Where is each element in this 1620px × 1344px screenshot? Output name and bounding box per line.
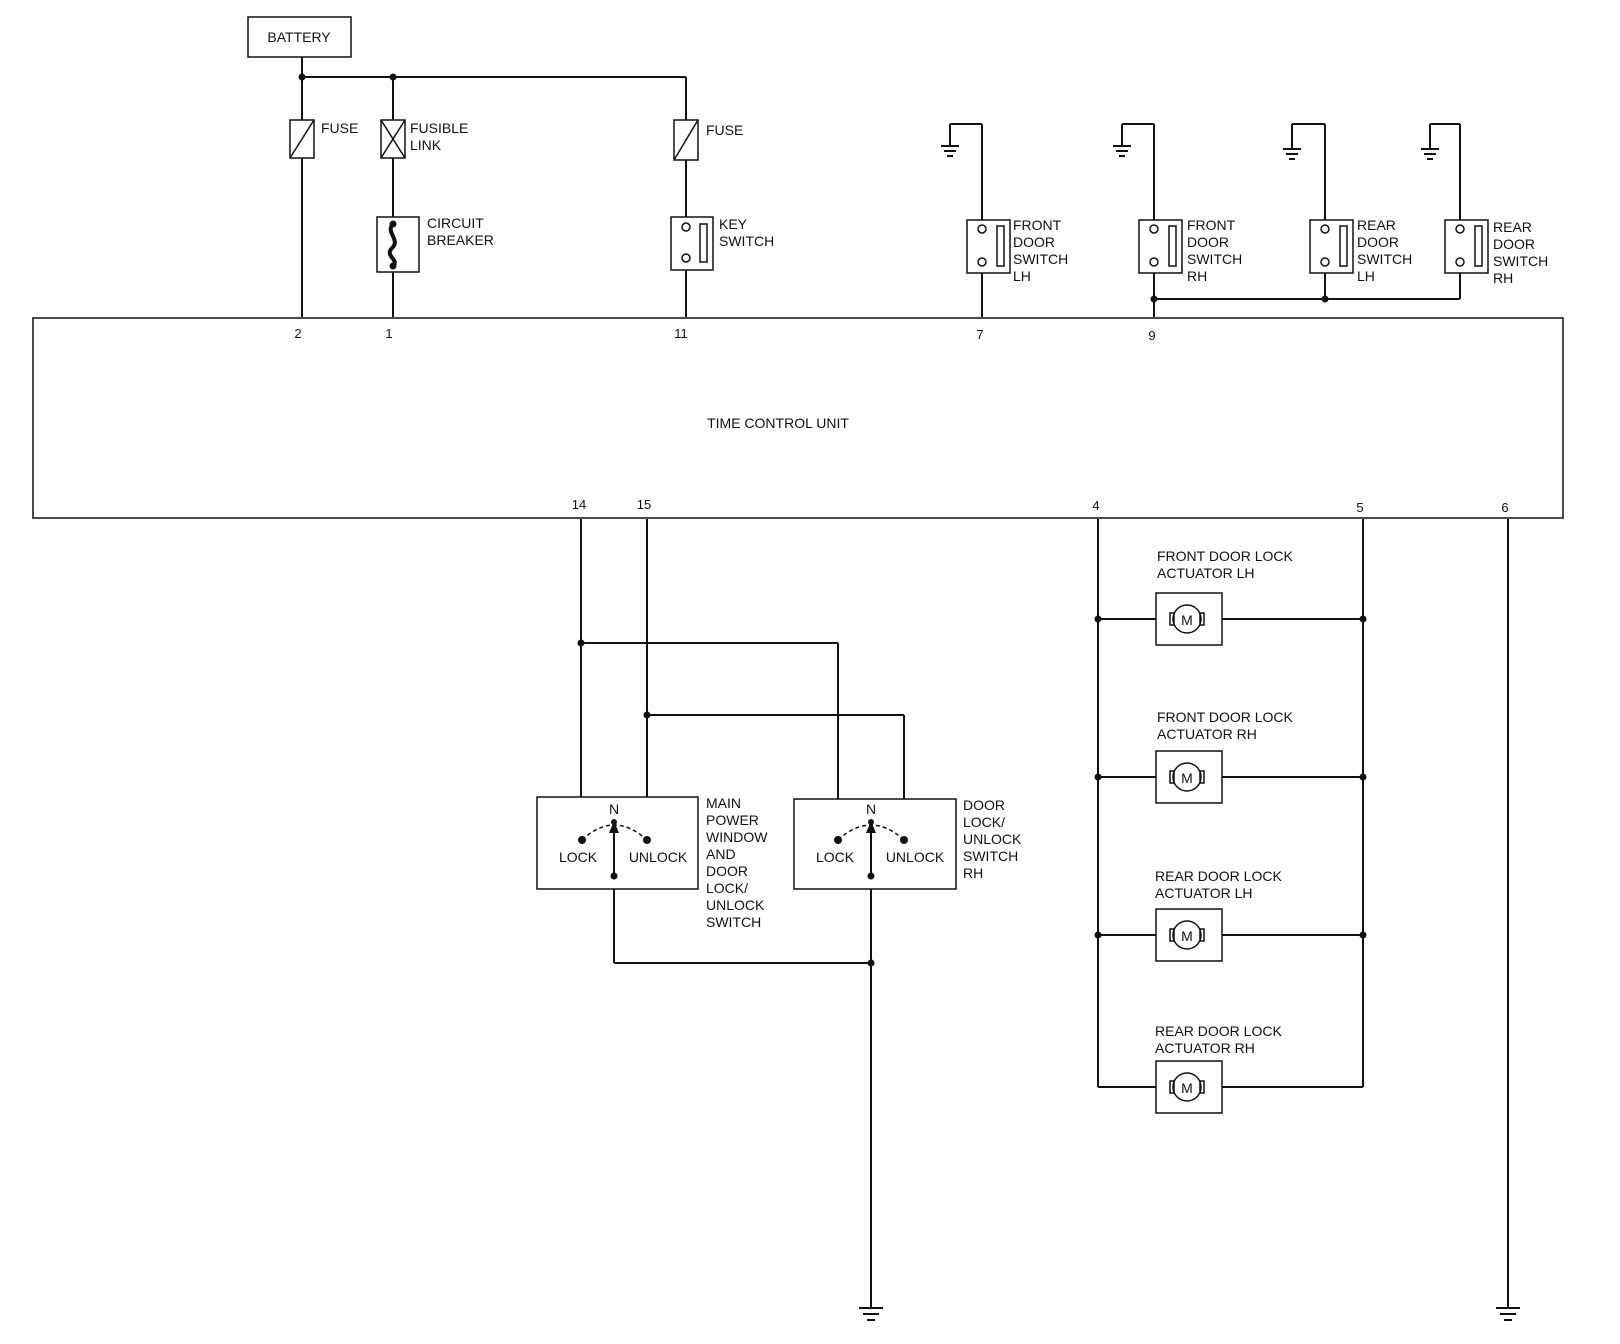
rear-door-switch-rh xyxy=(1421,123,1489,299)
main-switch-label-4: AND xyxy=(706,846,736,862)
battery-label: BATTERY xyxy=(267,29,331,45)
circuit-breaker-label-1: CIRCUIT xyxy=(427,215,484,231)
pin-1: 1 xyxy=(385,326,392,341)
front-door-switch-rh-label-1: FRONT xyxy=(1187,217,1236,233)
front-door-switch-lh-label-2: DOOR xyxy=(1013,234,1055,250)
actuator-4-label-2: ACTUATOR RH xyxy=(1155,1040,1255,1056)
rear-door-switch-lh-label-2: DOOR xyxy=(1357,234,1399,250)
actuator-2-motor: M xyxy=(1181,770,1193,786)
rear-door-switch-lh xyxy=(1283,123,1354,299)
rh-switch-label-5: RH xyxy=(963,865,983,881)
pin-7: 7 xyxy=(976,327,983,342)
rear-door-switch-lh-label-4: LH xyxy=(1357,268,1375,284)
rear-door-switch-rh-label-2: DOOR xyxy=(1493,236,1535,252)
actuator-2-label-1: FRONT DOOR LOCK xyxy=(1157,709,1294,725)
front-door-switch-lh-label-1: FRONT xyxy=(1013,217,1062,233)
main-switch-neutral: N xyxy=(609,801,619,817)
key-switch-label-1: KEY xyxy=(719,216,748,232)
front-door-switch-rh-label-4: RH xyxy=(1187,268,1207,284)
door-lock-switch-rh xyxy=(793,798,957,890)
circuit-breaker xyxy=(376,216,420,273)
main-switch-label-1: MAIN xyxy=(706,795,741,811)
actuator-1-motor: M xyxy=(1181,612,1193,628)
main-switch-label-2: POWER xyxy=(706,812,759,828)
rh-switch-label-2: LOCK/ xyxy=(963,814,1005,830)
power-bus-wires xyxy=(298,57,687,120)
rh-switch-label-1: DOOR xyxy=(963,797,1005,813)
rh-switch-neutral: N xyxy=(866,801,876,817)
circuit-breaker-label-2: BREAKER xyxy=(427,232,494,248)
front-door-switch-lh-label-4: LH xyxy=(1013,268,1031,284)
main-switch-label-5: DOOR xyxy=(706,863,748,879)
rh-switch-unlock: UNLOCK xyxy=(886,849,945,865)
main-power-window-switch xyxy=(536,796,699,890)
main-switch-label-6: LOCK/ xyxy=(706,880,748,896)
time-control-unit xyxy=(32,317,1564,519)
actuator-bus xyxy=(1097,519,1520,1321)
main-switch-label-8: SWITCH xyxy=(706,914,761,930)
pin-14: 14 xyxy=(572,497,586,512)
fuse-right xyxy=(673,119,699,161)
door-switch-bus xyxy=(1150,295,1460,303)
actuator-1-label-1: FRONT DOOR LOCK xyxy=(1157,548,1294,564)
rear-door-switch-rh-label-3: SWITCH xyxy=(1493,253,1548,269)
rh-switch-label-3: UNLOCK xyxy=(963,831,1022,847)
front-door-switch-lh xyxy=(941,123,1011,317)
fuse-left xyxy=(289,119,315,159)
time-control-unit-label: TIME CONTROL UNIT xyxy=(707,415,849,431)
pin-15: 15 xyxy=(637,497,651,512)
fusible-link-label-1: FUSIBLE xyxy=(410,120,468,136)
front-door-lock-actuator-rh xyxy=(1094,750,1367,804)
front-door-switch-lh-label-3: SWITCH xyxy=(1013,251,1068,267)
pin-4: 4 xyxy=(1092,498,1099,513)
actuator-3-label-2: ACTUATOR LH xyxy=(1155,885,1253,901)
battery-box xyxy=(247,16,352,58)
main-switch-unlock: UNLOCK xyxy=(629,849,688,865)
rear-door-lock-actuator-rh xyxy=(1098,1060,1363,1114)
rear-door-lock-actuator-lh xyxy=(1094,908,1367,962)
actuator-2-label-2: ACTUATOR RH xyxy=(1157,726,1257,742)
actuator-1-label-2: ACTUATOR LH xyxy=(1157,565,1255,581)
rear-door-switch-lh-label-3: SWITCH xyxy=(1357,251,1412,267)
rear-door-switch-rh-label-1: REAR xyxy=(1493,219,1532,235)
pin-6: 6 xyxy=(1501,500,1508,515)
front-door-switch-rh-label-2: DOOR xyxy=(1187,234,1229,250)
key-switch xyxy=(670,216,714,271)
main-switch-label-7: UNLOCK xyxy=(706,897,765,913)
fusible-link xyxy=(380,119,406,159)
main-switch-label-3: WINDOW xyxy=(706,829,768,845)
actuator-3-motor: M xyxy=(1181,928,1193,944)
actuator-3-label-1: REAR DOOR LOCK xyxy=(1155,868,1282,884)
front-door-lock-actuator-lh xyxy=(1094,592,1367,646)
pin-11: 11 xyxy=(674,326,688,341)
fusible-link-label-2: LINK xyxy=(410,137,442,153)
actuator-4-label-1: REAR DOOR LOCK xyxy=(1155,1023,1282,1039)
switch-wiring xyxy=(577,519,905,1321)
rh-switch-lock: LOCK xyxy=(816,849,855,865)
actuator-4-motor: M xyxy=(1181,1080,1193,1096)
pin-5: 5 xyxy=(1356,500,1363,515)
pin-2: 2 xyxy=(294,326,301,341)
pin-9: 9 xyxy=(1148,328,1155,343)
fuse-left-label: FUSE xyxy=(321,120,358,136)
key-switch-label-2: SWITCH xyxy=(719,233,774,249)
fuse-right-label: FUSE xyxy=(706,122,743,138)
main-switch-lock: LOCK xyxy=(559,849,598,865)
rear-door-switch-rh-label-4: RH xyxy=(1493,270,1513,286)
rear-door-switch-lh-label-1: REAR xyxy=(1357,217,1396,233)
front-door-switch-rh-label-3: SWITCH xyxy=(1187,251,1242,267)
front-door-switch-rh xyxy=(1113,123,1183,317)
rh-switch-label-4: SWITCH xyxy=(963,848,1018,864)
